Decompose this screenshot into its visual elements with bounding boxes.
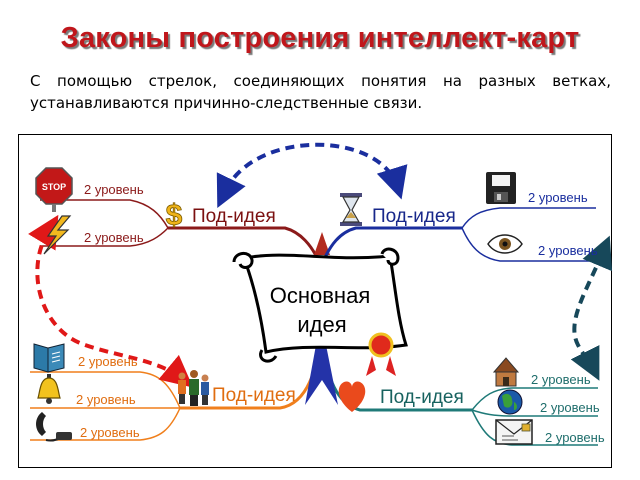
subidea-top-left: Под-идея (192, 206, 276, 227)
page-title: Законы построения интеллект-карт (60, 22, 580, 54)
lightning-icon (43, 215, 72, 255)
people-icon (178, 370, 209, 406)
level-label: 2 уровень (80, 425, 140, 440)
telephone-icon (36, 412, 72, 442)
page-description: С помощью стрелок, соединяющих понятия н… (30, 72, 611, 112)
level-label: 2 уровень (531, 372, 591, 387)
left-connection-arrow (28, 214, 194, 388)
center-stem (305, 345, 338, 405)
level-label: 2 уровень (545, 430, 605, 445)
top-connection-arrow (216, 142, 408, 208)
dollar-icon: $ (165, 199, 183, 233)
subidea-bottom-right: Под-идея (380, 387, 464, 408)
subidea-top-right: Под-идея (372, 206, 456, 227)
level-label: 2 уровень (528, 190, 588, 205)
bell-icon (37, 374, 61, 404)
seal-icon (366, 332, 396, 376)
stop-sign-icon: STOP (35, 167, 73, 212)
house-icon (492, 357, 520, 387)
central-idea-line1: Основная (270, 283, 370, 308)
level-label: 2 уровень (78, 354, 138, 369)
svg-text:STOP: STOP (42, 182, 66, 192)
right-connection-arrow (570, 235, 613, 381)
globe-icon (497, 389, 523, 415)
central-idea-line2: идея (297, 312, 346, 337)
svg-text:$: $ (166, 199, 183, 232)
hourglass-icon (340, 193, 362, 226)
level-label: 2 уровень (540, 400, 600, 415)
eye-icon (487, 234, 523, 254)
level-label: 2 уровень (538, 243, 598, 258)
level-label: 2 уровень (84, 182, 144, 197)
subidea-bottom-left: Под-идея (212, 385, 296, 406)
level-label: 2 уровень (76, 392, 136, 407)
level-label: 2 уровень (84, 230, 144, 245)
central-scroll (232, 247, 408, 363)
envelope-icon (495, 419, 533, 445)
floppy-disk-icon (486, 172, 516, 204)
book-icon (33, 343, 65, 373)
heart-icon (338, 381, 366, 412)
